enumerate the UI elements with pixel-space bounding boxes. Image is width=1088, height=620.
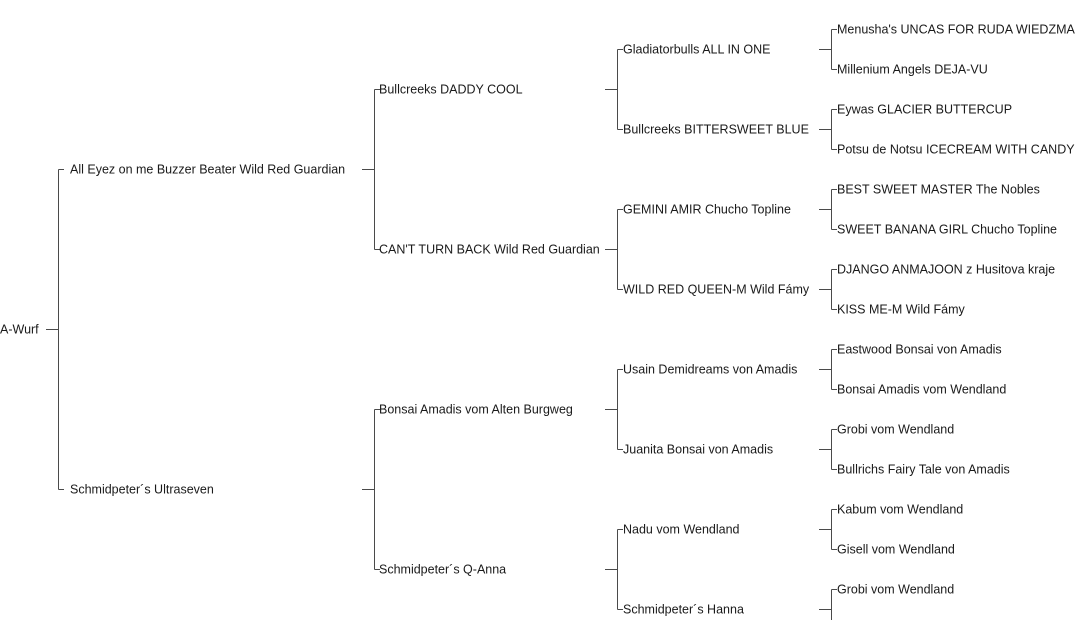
node-eywas-glacier-buttercup: Eywas GLACIER BUTTERCUP bbox=[837, 103, 1012, 117]
connector-wild-red-queen-m-wild-famy bbox=[819, 269, 837, 310]
node-grobi-vom-wendland: Grobi vom Wendland bbox=[837, 423, 954, 437]
connector-nadu-vom-wendland bbox=[819, 509, 837, 550]
node-wild-red-queen-m-wild-famy: WILD RED QUEEN-M Wild Fámy bbox=[623, 283, 810, 297]
connector-gemini-amir-chucho-topline bbox=[819, 189, 837, 230]
node-nadu-vom-wendland: Nadu vom Wendland bbox=[623, 523, 740, 537]
node-menusha-s-uncas-for-ruda-wiedzma: Menusha's UNCAS FOR RUDA WIEDZMA bbox=[837, 23, 1076, 37]
connector-can-t-turn-back-wild-red-guardian bbox=[605, 209, 623, 290]
node-grobi-vom-wendland: Grobi vom Wendland bbox=[837, 583, 954, 597]
node-can-t-turn-back-wild-red-guardian: CAN'T TURN BACK Wild Red Guardian bbox=[379, 243, 600, 257]
node-schmidpeter-s-q-anna: Schmidpeter´s Q-Anna bbox=[379, 563, 506, 577]
node-eastwood-bonsai-von-amadis: Eastwood Bonsai von Amadis bbox=[837, 343, 1002, 357]
node-schmidpeter-s-ultraseven: Schmidpeter´s Ultraseven bbox=[70, 483, 214, 497]
node-bullrichs-fairy-tale-von-amadis: Bullrichs Fairy Tale von Amadis bbox=[837, 463, 1010, 477]
connector-layer bbox=[46, 29, 837, 620]
connector-juanita-bonsai-von-amadis bbox=[819, 429, 837, 470]
node-a-wurf: A-Wurf bbox=[0, 323, 39, 337]
node-usain-demidreams-von-amadis: Usain Demidreams von Amadis bbox=[623, 363, 797, 377]
node-schmidpeter-s-hanna: Schmidpeter´s Hanna bbox=[623, 603, 744, 617]
connector-bullcreeks-bittersweet-blue bbox=[819, 109, 837, 150]
node-bonsai-amadis-vom-alten-burgweg: Bonsai Amadis vom Alten Burgweg bbox=[379, 403, 573, 417]
node-kabum-vom-wendland: Kabum vom Wendland bbox=[837, 503, 963, 517]
node-bullcreeks-bittersweet-blue: Bullcreeks BITTERSWEET BLUE bbox=[623, 123, 809, 137]
connector-bonsai-amadis-vom-alten-burgweg bbox=[605, 369, 623, 450]
node-all-eyez-on-me-buzzer-beater-wild-red-guardian: All Eyez on me Buzzer Beater Wild Red Gu… bbox=[70, 163, 345, 177]
node-bullcreeks-daddy-cool: Bullcreeks DADDY COOL bbox=[379, 83, 523, 97]
node-juanita-bonsai-von-amadis: Juanita Bonsai von Amadis bbox=[623, 443, 773, 457]
node-gladiatorbulls-all-in-one: Gladiatorbulls ALL IN ONE bbox=[623, 43, 771, 57]
connector-usain-demidreams-von-amadis bbox=[819, 349, 837, 390]
connector-a-wurf bbox=[46, 169, 64, 490]
label-layer: A-Wurf All Eyez on me Buzzer Beater Wild … bbox=[0, 23, 1076, 617]
node-kiss-me-m-wild-famy: KISS ME-M Wild Fámy bbox=[837, 303, 966, 317]
node-sweet-banana-girl-chucho-topline: SWEET BANANA GIRL Chucho Topline bbox=[837, 223, 1057, 237]
connector-bullcreeks-daddy-cool bbox=[605, 49, 623, 130]
connector-schmidpeter-s-hanna bbox=[819, 589, 837, 620]
connector-schmidpeter-s-q-anna bbox=[605, 529, 623, 610]
node-potsu-de-notsu-icecream-with-candy: Potsu de Notsu ICECREAM WITH CANDY bbox=[837, 143, 1075, 157]
connector-schmidpeter-s-ultraseven bbox=[362, 409, 380, 570]
node-millenium-angels-deja-vu: Millenium Angels DEJA-VU bbox=[837, 63, 988, 77]
node-gemini-amir-chucho-topline: GEMINI AMIR Chucho Topline bbox=[623, 203, 791, 217]
connector-gladiatorbulls-all-in-one bbox=[819, 29, 837, 70]
node-django-anmajoon-z-husitova-kraje: DJANGO ANMAJOON z Husitova kraje bbox=[837, 263, 1055, 277]
node-gisell-vom-wendland: Gisell vom Wendland bbox=[837, 543, 955, 557]
node-bonsai-amadis-vom-wendland: Bonsai Amadis vom Wendland bbox=[837, 383, 1006, 397]
connector-all-eyez-on-me-buzzer-beater-wild-red-guardian bbox=[362, 89, 380, 250]
node-best-sweet-master-the-nobles: BEST SWEET MASTER The Nobles bbox=[837, 183, 1040, 197]
